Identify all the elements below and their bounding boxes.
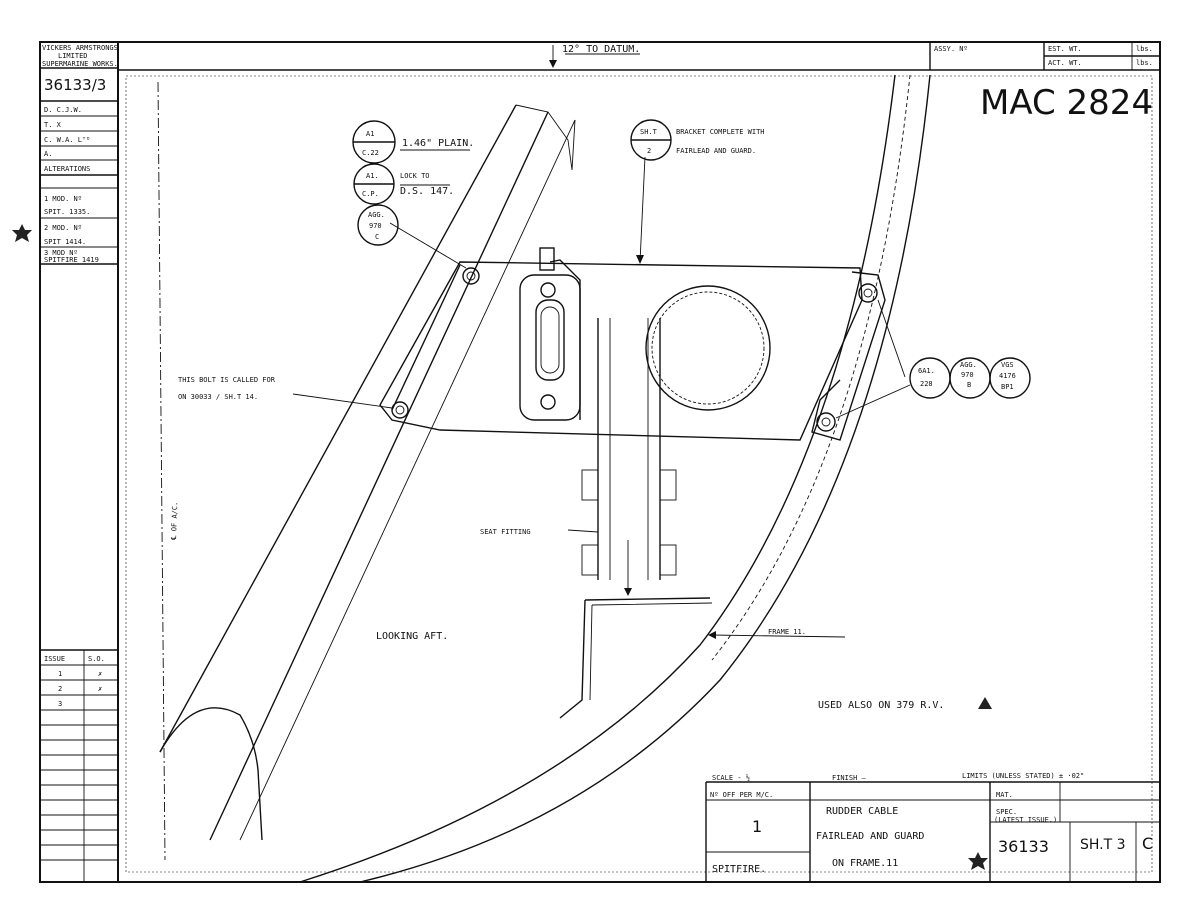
callout-text: 970 [369,222,382,230]
approved-row: A. [44,150,52,158]
fairlead [519,247,581,421]
drawn-row: D. C.J.W. [44,106,82,114]
frame-label: FRAME 11. [768,628,806,636]
traced-row: T. X [44,121,62,129]
callout-note: ON 30033 / SH.T 14. [178,393,258,401]
lower-bracket [559,597,711,719]
limits-label: LIMITS (UNLESS STATED) ± ·02" [962,772,1084,780]
seat-fitting [581,318,677,596]
callout-text: AGG. [368,211,385,219]
star-mark [968,852,988,870]
callout-circles [352,119,1031,399]
title-line-1: RUDDER CABLE [826,806,898,817]
issue-cell: 1 [58,670,62,678]
callout-text: B [967,381,971,389]
callout-note: THIS BOLT IS CALLED FOR [178,376,276,384]
bolt [816,412,836,432]
alteration-1-ref: SPIT. 1335. [44,208,90,216]
callout-note: 1.46" PLAIN. [402,138,474,149]
title-drawing-number: 36133 [998,837,1049,856]
title-line-2: FAIRLEAD AND GUARD [816,831,924,842]
alteration-2-ref: SPIT 1414. [44,238,86,246]
aircraft-name: SPITFIRE. [712,864,766,875]
bolt [462,267,480,285]
act-wt-unit: lbs. [1136,59,1153,67]
bolt [391,401,409,419]
callout-text: 4176 [999,372,1016,380]
alteration-3-ref: SPITFIRE 1419 [44,256,99,264]
est-wt-unit: lbs. [1136,45,1153,53]
triangle-mark [978,697,992,709]
centre-line [157,81,166,861]
alterations-heading: ALTERATIONS [44,165,90,173]
callout-text: 970 [961,371,974,379]
callout-text: 6A1. [918,367,935,375]
callout-text: C [375,233,379,241]
callout-text: A1 [366,130,374,138]
callout-text: 2 [647,147,651,155]
view-direction-label: LOOKING AFT. [376,631,448,642]
callout-text: SH.T [640,128,658,136]
leader-lines [292,149,911,639]
callout-text: C.P. [362,190,379,198]
scale-label: SCALE - ½ [712,774,750,782]
spec-label: SPEC. [996,808,1017,816]
alteration-2-mod: 2 MOD. Nº [44,224,82,232]
sheet-number: SH.T 3 [1080,837,1126,853]
title-block-grid [705,781,1160,882]
issue-letter: C [1142,834,1153,853]
number-off-label: Nº OFF PER M/C. [710,791,773,799]
callout-text: BP1 [1001,383,1014,391]
star-mark [12,224,32,242]
bracket-plate [379,259,863,441]
callout-text: C.22 [362,149,379,157]
cable-hole [645,285,771,411]
alteration-1-mod: 1 MOD. Nº [44,195,82,203]
title-line-3: ON FRAME.11 [832,858,898,869]
act-wt-label: ACT. WT. [1048,59,1082,67]
datum-arrowhead [549,60,557,68]
works-name: SUPERMARINE WORKS. [42,60,118,68]
so-header: S.O. [88,655,105,663]
issue-table-rows [40,664,118,861]
bolt [858,283,878,303]
lower-bracket [589,602,713,701]
company-name: VICKERS ARMSTRONGS [42,44,118,52]
datum-note: 12° TO DATUM. [562,44,640,55]
sheet-border [39,41,1161,883]
attachment-lug [811,271,886,441]
seat-fitting-label: SEAT FITTING [480,528,531,536]
drawing-reference: MAC 2824 [980,83,1153,123]
callout-text: VGS [1001,361,1014,369]
alteration-3-mod: 3 MOD Nº [44,249,78,257]
inner-border [125,75,1153,873]
checked-row: C. W.A. Lᵀᴰ [44,136,90,144]
callout-text: AGG. [960,361,977,369]
latest-issue-label: (LATEST ISSUE.) [994,816,1057,824]
so-cell: ✗ [98,685,102,693]
used-also-note: USED ALSO ON 379 R.V. [818,700,944,711]
callout-note: D.S. 147. [400,186,454,197]
callout-text: 228 [920,380,933,388]
so-cell: ✗ [98,670,102,678]
callout-note: LOCK TO [400,172,430,180]
issue-cell: 3 [58,700,62,708]
callout-note: FAIRLEAD AND GUARD. [676,147,756,155]
left-drawing-number: 36133/3 [44,76,106,94]
callout-note: BRACKET COMPLETE WITH [676,128,765,136]
centre-line-label: ℄ OF A/C. [170,502,179,541]
issue-cell: 2 [58,685,62,693]
company-suffix: LIMITED [58,52,88,60]
number-off-value: 1 [752,817,762,836]
assy-label: ASSY. Nº [934,45,968,53]
callout-text: A1. [366,172,379,180]
est-wt-label: EST. WT. [1048,45,1082,53]
frame-11 [299,74,931,883]
longeron [159,104,576,841]
finish-label: FINISH — [832,774,867,782]
material-label: MAT. [996,791,1013,799]
issue-header: ISSUE [44,655,65,663]
